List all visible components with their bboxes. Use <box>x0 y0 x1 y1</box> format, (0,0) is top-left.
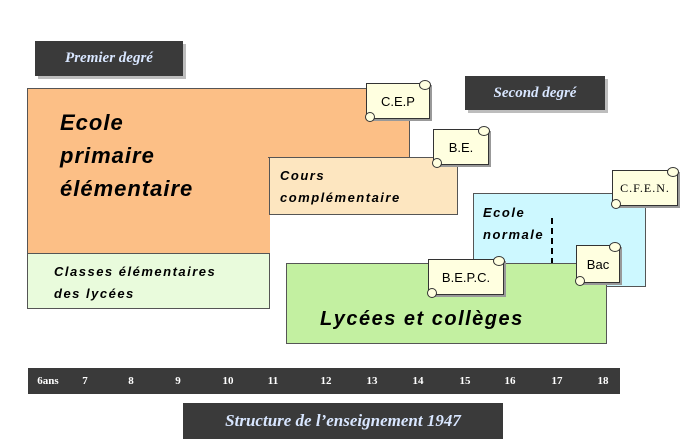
axis-tick: 13 <box>366 375 378 387</box>
second-degre-text: Second degré <box>493 84 577 101</box>
axis-tick: 10 <box>222 375 234 387</box>
axis-tick: 9 <box>175 375 181 387</box>
axis-tick: 18 <box>597 375 609 387</box>
axis-tick: 14 <box>412 375 424 387</box>
axis-tick: 16 <box>504 375 516 387</box>
ecole-primaire-line-1: Ecole <box>60 110 124 135</box>
classes-line-2: des lycées <box>54 286 135 301</box>
lycees-colleges-block: Lycées et collèges <box>286 263 607 344</box>
cours-complementaire-block: Cours complémentaire <box>269 157 458 215</box>
diagram-title-text: Structure de l’enseignement 1947 <box>225 411 461 430</box>
be-text: B.E. <box>448 139 474 155</box>
bepc-text: B.E.P.C. <box>441 269 491 285</box>
axis-tick: 17 <box>551 375 563 387</box>
cours-line-1: Cours <box>280 168 326 183</box>
diagram-title: Structure de l’enseignement 1947 <box>183 403 503 439</box>
cep-text: C.E.P <box>381 93 415 109</box>
cfen-scroll: C.F.E.N. <box>611 167 679 209</box>
ecole-normale-divider <box>551 218 553 264</box>
cfen-text: C.F.E.N. <box>620 180 670 195</box>
ecole-normale-line-1: Ecole <box>483 205 526 220</box>
be-scroll: B.E. <box>432 126 490 168</box>
bac-scroll: Bac <box>575 242 621 286</box>
ecole-primaire-block <box>27 88 270 254</box>
axis-tick: 7 <box>82 375 88 387</box>
axis-tick: 12 <box>320 375 332 387</box>
axis-tick: 11 <box>267 375 279 387</box>
lycees-colleges-text: Lycées et collèges <box>320 308 524 330</box>
premier-degre-text: Premier degré <box>65 50 153 66</box>
axis-tick: 8 <box>128 375 134 387</box>
bac-text: Bac <box>586 256 610 272</box>
ecole-primaire-line-2: primaire <box>60 143 155 168</box>
premier-degre-label: Premier degré <box>35 41 183 76</box>
ecole-primaire-line-3: élémentaire <box>60 176 194 201</box>
classes-elementaires-block: Classes élémentaires des lycées <box>27 253 270 309</box>
age-axis: 6ans 7 8 9 10 11 12 13 14 15 16 17 18 <box>28 368 620 394</box>
cours-line-2: complémentaire <box>280 190 401 205</box>
cep-scroll: C.E.P <box>365 80 431 122</box>
ecole-normale-line-2: normale <box>483 227 545 242</box>
second-degre-label: Second degré <box>465 76 605 110</box>
classes-line-1: Classes élémentaires <box>54 264 217 279</box>
bepc-scroll: B.E.P.C. <box>427 256 505 298</box>
axis-tick: 15 <box>459 375 471 387</box>
axis-tick: 6ans <box>37 375 59 387</box>
ecole-primaire-text: Ecole primaire élémentaire <box>60 106 193 205</box>
